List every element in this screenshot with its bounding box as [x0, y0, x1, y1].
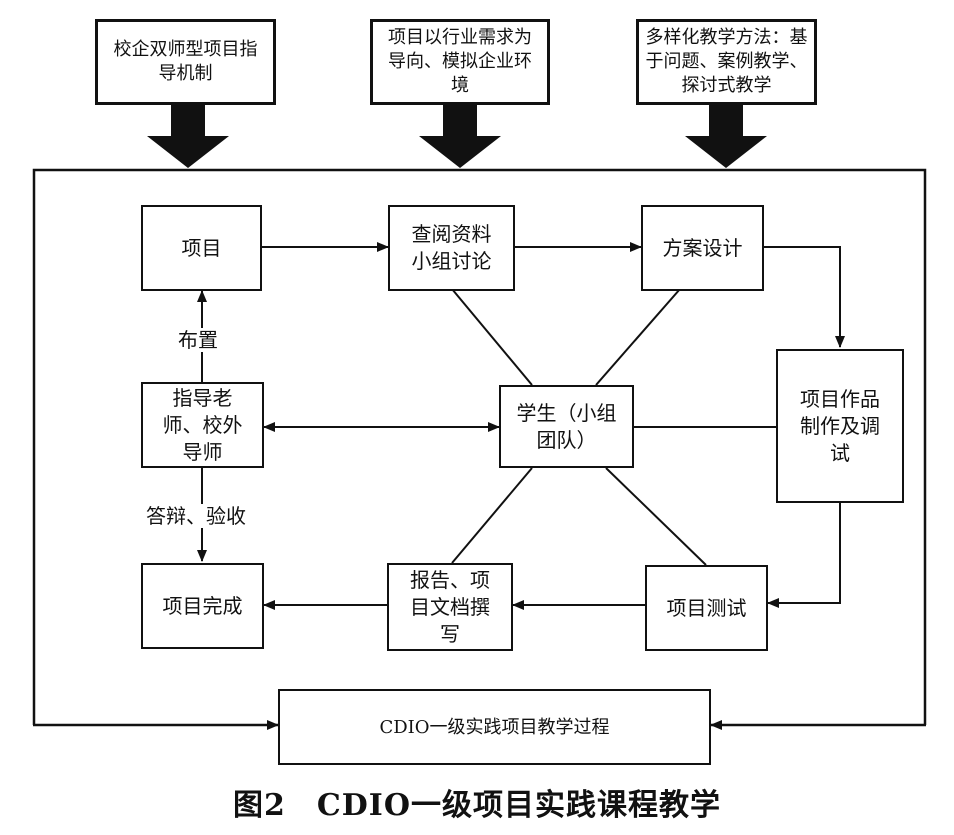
- input-right-text: 多样化教学方法：基于问题、案例教学、探讨式教学: [645, 27, 808, 96]
- node-test-label: 项目测试: [666, 595, 747, 620]
- node-students-label: 学生（小组团队）: [516, 400, 617, 452]
- figure-caption: 图2 CDIO一级项目实践课程教学: [233, 788, 721, 823]
- input-box-left: 校企双师型项目指导机制: [95, 19, 276, 105]
- node-research-label: 查阅资料小组讨论: [411, 222, 492, 273]
- node-test: 项目测试: [645, 565, 768, 651]
- input-left-text: 校企双师型项目指导机制: [113, 39, 258, 84]
- node-complete-label: 项目完成: [162, 593, 243, 618]
- node-production-label: 项目作品制作及调试: [800, 386, 880, 465]
- spoke-test: [605, 467, 707, 566]
- input-box-center: 项目以行业需求为导向、模拟企业环境: [370, 19, 550, 105]
- edge-label-assign: 布置: [178, 328, 218, 352]
- node-frame-label: CDIO一级实践项目教学过程: [379, 716, 610, 738]
- node-mentor: 指导老师、校外导师: [141, 382, 264, 468]
- input-arrow-right: [685, 104, 767, 168]
- input-center-text: 项目以行业需求为导向、模拟企业环境: [388, 27, 532, 96]
- edge-label-defense: 答辩、验收: [146, 504, 246, 528]
- spoke-design: [595, 288, 681, 386]
- spoke-research: [451, 288, 533, 386]
- node-report-label: 报告、项目文档撰写: [410, 567, 490, 646]
- spoke-report: [451, 467, 533, 564]
- outer-frame: [32, 168, 927, 725]
- input-arrow-center: [419, 104, 501, 168]
- node-report: 报告、项目文档撰写: [387, 563, 513, 651]
- node-frame-title: CDIO一级实践项目教学过程: [278, 689, 711, 765]
- edge-production-test: [767, 503, 841, 608]
- node-design: 方案设计: [641, 205, 764, 291]
- node-project: 项目: [141, 205, 262, 291]
- edge-design-production: [764, 246, 845, 348]
- input-box-right: 多样化教学方法：基于问题、案例教学、探讨式教学: [636, 19, 817, 105]
- node-research: 查阅资料小组讨论: [388, 205, 515, 291]
- node-students: 学生（小组团队）: [499, 385, 634, 468]
- node-complete: 项目完成: [141, 563, 264, 649]
- node-design-label: 方案设计: [662, 235, 743, 260]
- node-mentor-label: 指导老师、校外导师: [162, 385, 243, 464]
- node-project-label: 项目: [181, 235, 222, 260]
- input-arrow-left: [147, 104, 229, 168]
- node-production: 项目作品制作及调试: [776, 349, 904, 503]
